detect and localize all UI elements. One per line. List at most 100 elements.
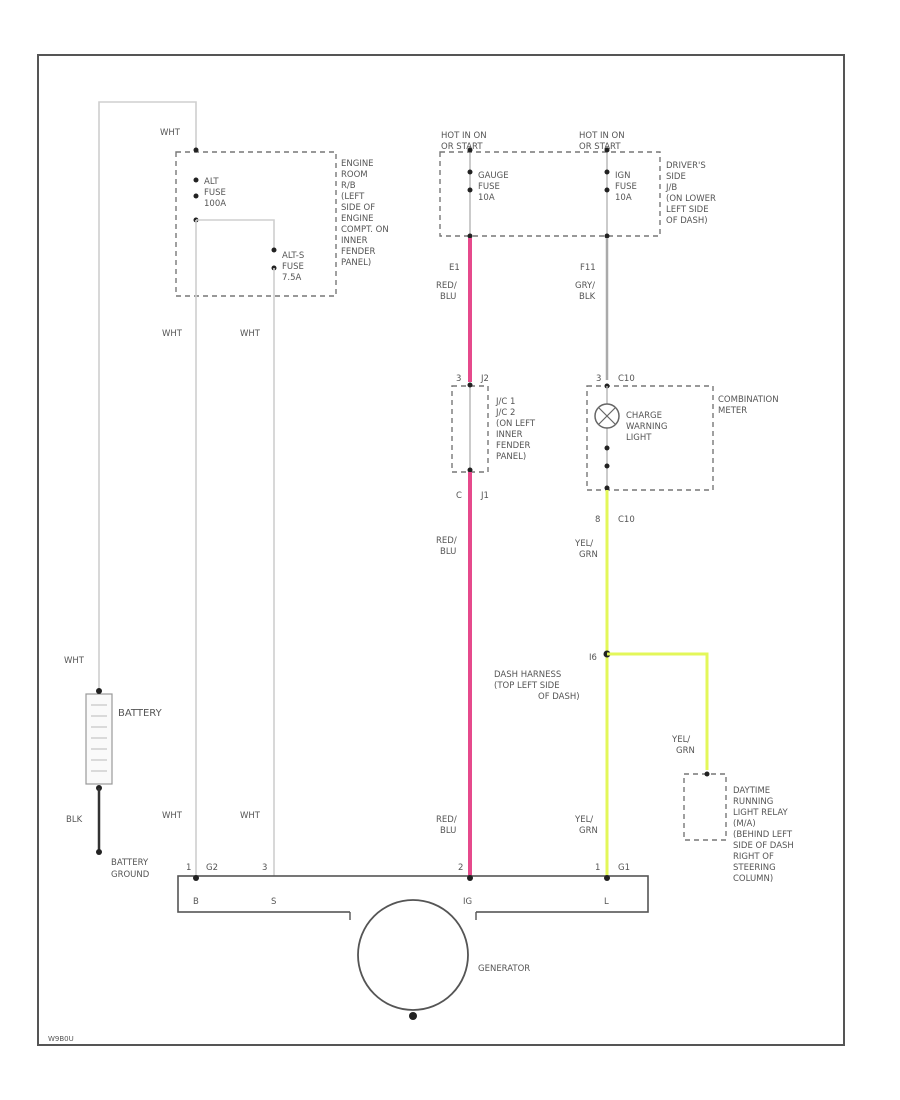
svg-text:BLU: BLU bbox=[440, 292, 456, 302]
yel-grn-label-3: YEL/ GRN bbox=[574, 815, 598, 836]
svg-text:PANEL): PANEL) bbox=[496, 452, 526, 462]
alt-fuse-upper-dot bbox=[193, 177, 199, 183]
svg-text:COMBINATION: COMBINATION bbox=[718, 395, 779, 405]
svg-text:GRN: GRN bbox=[579, 550, 598, 560]
frame-label: W9B0U bbox=[48, 1035, 74, 1043]
pin-meter-top-a: 3 bbox=[596, 374, 601, 384]
jc-top-dot bbox=[467, 382, 473, 388]
svg-text:GRN: GRN bbox=[676, 746, 695, 756]
svg-text:STEERING: STEERING bbox=[733, 863, 776, 873]
svg-text:ROOM: ROOM bbox=[341, 170, 368, 180]
svg-text:(BEHIND LEFT: (BEHIND LEFT bbox=[733, 830, 793, 840]
gauge-fuse-lower-dot bbox=[467, 187, 473, 193]
svg-text:RED/: RED/ bbox=[436, 536, 457, 546]
alt-s-feed-wire bbox=[196, 219, 275, 248]
svg-text:(ON LEFT: (ON LEFT bbox=[496, 419, 536, 429]
dash-harness-label: DASH HARNESS (TOP LEFT SIDE OF DASH) bbox=[494, 670, 580, 702]
ign-fuse-top-dot bbox=[604, 147, 610, 153]
svg-text:GRY/: GRY/ bbox=[575, 281, 595, 291]
pin-gen-b-a: 1 bbox=[186, 863, 191, 873]
svg-text:RUNNING: RUNNING bbox=[733, 797, 773, 807]
svg-text:BATTERY: BATTERY bbox=[111, 858, 149, 868]
svg-text:ENGINE: ENGINE bbox=[341, 214, 374, 224]
svg-text:J/C 2: J/C 2 bbox=[495, 408, 515, 418]
svg-text:DASH HARNESS: DASH HARNESS bbox=[494, 670, 561, 680]
svg-text:OF DASH): OF DASH) bbox=[538, 692, 580, 702]
battery-label: BATTERY bbox=[118, 708, 163, 719]
svg-text:PANEL): PANEL) bbox=[341, 258, 371, 268]
svg-text:WARNING: WARNING bbox=[626, 422, 667, 432]
pin-jc-bot-a: C bbox=[456, 491, 462, 501]
ign-fuse-bottom-dot bbox=[604, 233, 610, 239]
svg-text:HOT IN ON: HOT IN ON bbox=[579, 131, 625, 141]
fuse-block-1-wire-label: WHT bbox=[160, 128, 181, 138]
svg-text:J/B: J/B bbox=[665, 183, 677, 193]
svg-text:FUSE: FUSE bbox=[615, 182, 637, 192]
svg-text:ENGINE: ENGINE bbox=[341, 159, 374, 169]
svg-text:OR START: OR START bbox=[441, 142, 483, 152]
yel-grn-label-1: YEL/ GRN bbox=[574, 539, 598, 560]
gry-blk-label: GRY/ BLK bbox=[575, 281, 596, 302]
svg-text:SIDE OF: SIDE OF bbox=[341, 203, 375, 213]
svg-text:DAYTIME: DAYTIME bbox=[733, 786, 770, 796]
generator-symbol bbox=[357, 899, 469, 1011]
svg-text:FENDER: FENDER bbox=[496, 441, 531, 451]
jc-bottom-dot bbox=[467, 467, 473, 473]
gen-b-terminal-dot bbox=[193, 875, 199, 881]
svg-text:BLU: BLU bbox=[440, 547, 456, 557]
charge-warning-light-label: CHARGE WARNING LIGHT bbox=[626, 411, 667, 443]
daytime-running-light-relay bbox=[683, 773, 727, 841]
engine-room-relay-block bbox=[175, 151, 337, 297]
ign-fuse-lower-dot bbox=[604, 187, 610, 193]
red-blu-label-2: RED/ BLU bbox=[436, 536, 457, 557]
pin-meter-bot-b: C10 bbox=[618, 515, 635, 525]
svg-text:FUSE: FUSE bbox=[478, 182, 500, 192]
svg-text:GROUND: GROUND bbox=[111, 870, 150, 880]
svg-text:COLUMN): COLUMN) bbox=[733, 874, 773, 884]
svg-text:LIGHT RELAY: LIGHT RELAY bbox=[733, 808, 788, 818]
meter-mid-dot bbox=[604, 463, 610, 469]
svg-text:LEFT SIDE: LEFT SIDE bbox=[666, 205, 709, 215]
pin-jc-bot-b: J1 bbox=[480, 491, 489, 501]
alt-fuse-top-dot bbox=[193, 147, 199, 153]
svg-text:(ON LOWER: (ON LOWER bbox=[666, 194, 716, 204]
gen-terminal-ig: IG bbox=[463, 897, 472, 907]
pin-gen-b-b: G2 bbox=[206, 863, 218, 873]
svg-text:HOT IN ON: HOT IN ON bbox=[441, 131, 487, 141]
pin-meter-bot-a: 8 bbox=[595, 515, 600, 525]
generator-ground-dot bbox=[409, 1012, 417, 1020]
red-blu-label-3: RED/ BLU bbox=[436, 815, 457, 836]
svg-text:SIDE OF DASH: SIDE OF DASH bbox=[733, 841, 794, 851]
svg-text:LIGHT: LIGHT bbox=[626, 433, 652, 443]
svg-text:R/B: R/B bbox=[341, 181, 356, 191]
diagram-frame bbox=[37, 54, 845, 1046]
pin-jc-top-b: J2 bbox=[480, 374, 489, 384]
alt-fuse-label: ALT FUSE 100A bbox=[204, 177, 226, 209]
svg-text:YEL/: YEL/ bbox=[574, 539, 593, 549]
pin-gen-s: 3 bbox=[262, 863, 267, 873]
battery-ground-dot bbox=[96, 849, 102, 855]
wht-label-e: WHT bbox=[240, 811, 261, 821]
pin-splice: I6 bbox=[589, 653, 597, 663]
svg-text:ALT: ALT bbox=[204, 177, 219, 187]
gauge-fuse-top-dot bbox=[467, 147, 473, 153]
svg-text:BLK: BLK bbox=[579, 292, 596, 302]
svg-text:METER: METER bbox=[718, 406, 747, 416]
generator-label: GENERATOR bbox=[478, 964, 530, 974]
drl-relay-label: DAYTIME RUNNING LIGHT RELAY (M/A) (BEHIN… bbox=[733, 786, 794, 884]
drivers-side-junction-block bbox=[439, 151, 661, 237]
gauge-hot-label: HOT IN ON OR START bbox=[441, 131, 487, 152]
gauge-fuse-label: GAUGE FUSE 10A bbox=[478, 171, 509, 203]
red-blu-label-1: RED/ BLU bbox=[436, 281, 457, 302]
svg-text:GAUGE: GAUGE bbox=[478, 171, 509, 181]
battery-ground-label: BATTERY GROUND bbox=[111, 858, 150, 880]
svg-text:RIGHT OF: RIGHT OF bbox=[733, 852, 774, 862]
drl-relay-dot bbox=[704, 771, 710, 777]
svg-text:COMPT. ON: COMPT. ON bbox=[341, 225, 389, 235]
alt-s-fuse-label: ALT-S FUSE 7.5A bbox=[282, 251, 304, 283]
svg-text:RED/: RED/ bbox=[436, 815, 457, 825]
combination-meter bbox=[586, 385, 714, 491]
alt-s-fuse-upper-dot bbox=[271, 247, 277, 253]
svg-text:(LEFT: (LEFT bbox=[341, 192, 365, 202]
svg-text:FENDER: FENDER bbox=[341, 247, 376, 257]
